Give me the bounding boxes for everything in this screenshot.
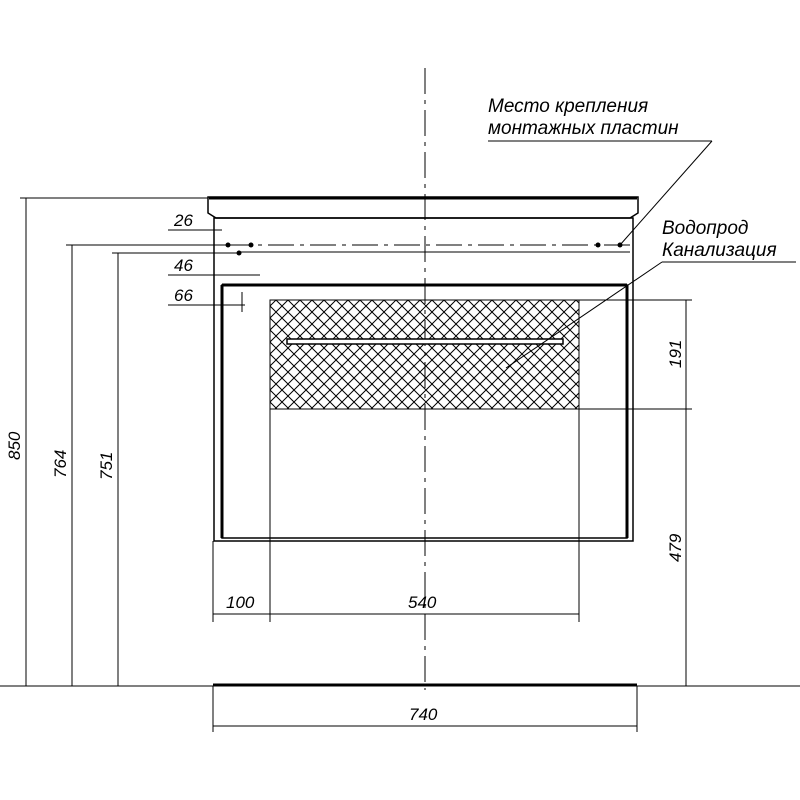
- mount-point-left: [225, 242, 231, 248]
- note-water-line1: Водопрод: [662, 218, 748, 239]
- mount-point-left-2: [248, 242, 254, 248]
- note-water-leader: [505, 261, 663, 369]
- dim-66-label: 66: [174, 286, 193, 305]
- mount-aux-point: [236, 250, 242, 256]
- dim-191-label: 191: [666, 340, 685, 368]
- note-mount-leader: [619, 140, 713, 246]
- dim-100-label: 100: [226, 593, 255, 612]
- drawer-handle: [286, 338, 564, 345]
- note-mount-line2: монтажных пластин: [488, 118, 679, 139]
- dim-479-label: 479: [666, 533, 685, 562]
- countertop: [207, 196, 639, 219]
- dim-740-label: 740: [409, 705, 438, 724]
- dim-751-label: 751: [97, 452, 116, 480]
- dim-764-label: 764: [51, 450, 70, 478]
- mount-point-right: [595, 242, 601, 248]
- note-water-line2: Канализация: [662, 240, 777, 261]
- dim-850-label: 850: [5, 431, 24, 460]
- note-mount-line1: Место крепления: [488, 96, 648, 117]
- plumbing-cutout: [269, 299, 580, 410]
- dim-46-label: 46: [174, 256, 193, 275]
- cabinet-body: [213, 217, 634, 542]
- dim-540-label: 540: [408, 593, 437, 612]
- dim-26-label: 26: [173, 211, 193, 230]
